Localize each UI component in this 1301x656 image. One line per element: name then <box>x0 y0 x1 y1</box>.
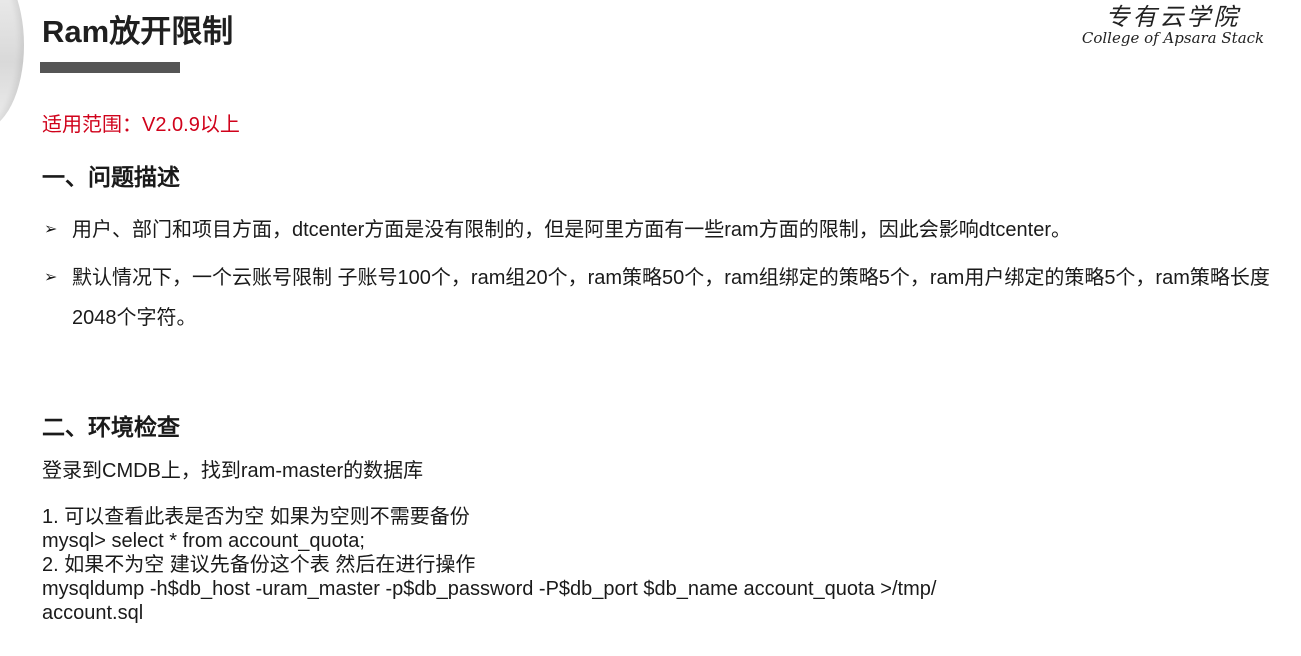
bullet-item: ➢ 默认情况下，一个云账号限制 子账号100个，ram组20个，ram策略50个… <box>42 258 1272 338</box>
title-underline <box>40 62 180 73</box>
section-heading-problem: 一、问题描述 <box>42 164 180 190</box>
problem-bullet-list: ➢ 用户、部门和项目方面，dtcenter方面是没有限制的，但是阿里方面有一些r… <box>42 210 1272 346</box>
arrow-bullet-icon: ➢ <box>44 221 58 238</box>
select-command: mysql> select * from account_quota; <box>42 530 365 552</box>
arrow-bullet-icon: ➢ <box>44 269 58 286</box>
command-block: 1. 可以查看此表是否为空 如果为空则不需要备份 mysql> select *… <box>42 505 1272 625</box>
mysqldump-command: mysqldump -h$db_host -uram_master -p$db_… <box>42 578 937 600</box>
corner-decoration <box>0 0 24 130</box>
bullet-text: 默认情况下，一个云账号限制 子账号100个，ram组20个，ram策略50个，r… <box>72 267 1270 329</box>
brand-name-en: College of Apsara Stack <box>1081 29 1265 47</box>
bullet-item: ➢ 用户、部门和项目方面，dtcenter方面是没有限制的，但是阿里方面有一些r… <box>42 210 1272 250</box>
step-2-text: 2. 如果不为空 建议先备份这个表 然后在进行操作 <box>42 554 476 576</box>
scope-note: 适用范围：V2.0.9以上 <box>42 114 240 136</box>
login-instruction: 登录到CMDB上，找到ram-master的数据库 <box>42 460 424 482</box>
mysqldump-command-continued: account.sql <box>42 602 144 624</box>
bullet-text: 用户、部门和项目方面，dtcenter方面是没有限制的，但是阿里方面有一些ram… <box>72 219 1071 241</box>
brand-name-cn: 专有云学院 <box>1105 3 1241 31</box>
step-1-text: 1. 可以查看此表是否为空 如果为空则不需要备份 <box>42 506 470 528</box>
section-heading-env-check: 二、环境检查 <box>42 414 180 440</box>
brand-logo: 专有云学院 College of Apsara Stack <box>1073 0 1273 46</box>
slide-title: Ram放开限制 <box>42 14 234 49</box>
